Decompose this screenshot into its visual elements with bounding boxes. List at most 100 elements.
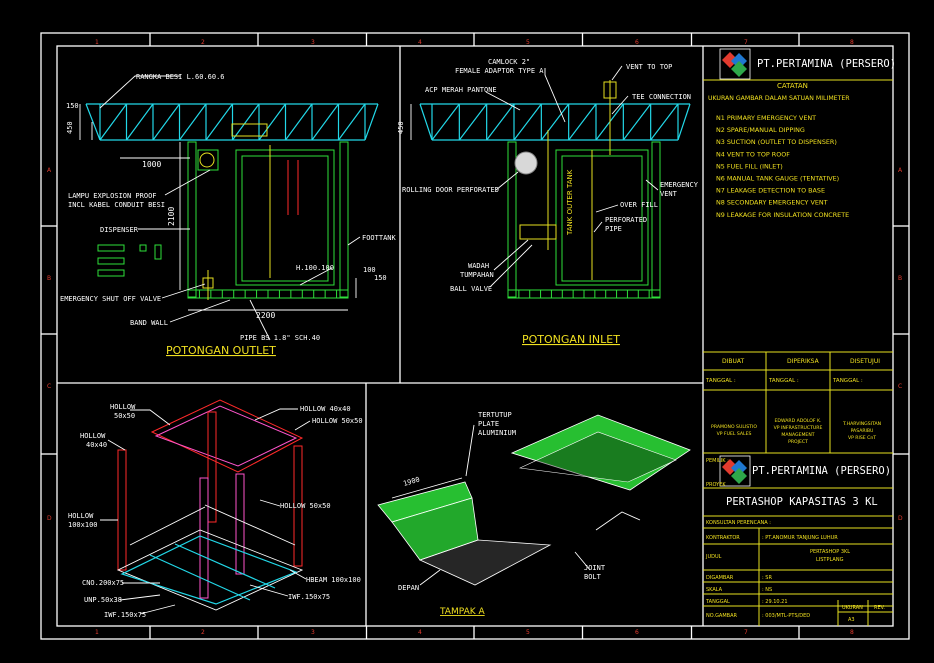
label-hollow-5: HOLLOW 50x50 <box>280 502 331 510</box>
digambar-label: DIGAMBAR <box>706 575 734 581</box>
tampak-view <box>377 414 691 586</box>
grid-row-label: D <box>47 515 52 522</box>
catatan-heading: CATATAN <box>777 82 808 90</box>
label-tertutup-1: TERTUTUP <box>478 411 512 419</box>
grid-col-label: 5 <box>526 39 530 46</box>
grid-col-label: 7 <box>744 39 748 46</box>
label-bolt: BOLT <box>584 573 602 581</box>
label-camlock-1: CAMLOCK 2" <box>488 58 530 66</box>
grid-col-label: 2 <box>201 39 205 46</box>
note-item: N9 LEAKAGE FOR INSULATION CONCRETE <box>716 211 849 219</box>
label-perforated-1: PERFORATED <box>605 216 647 224</box>
grid-row-label: A <box>898 167 903 174</box>
note-item: N5 FUEL FILL (INLET) <box>716 162 783 170</box>
grid-col-label: 4 <box>418 39 422 46</box>
company-name-2: PT.PERTAMINA (PERSERO) <box>752 465 891 477</box>
sig-header-1: DIBUAT <box>722 358 745 365</box>
label-camlock-2: FEMALE ADAPTOR TYPE A <box>455 67 544 75</box>
label-emergency-2: VENT <box>660 190 678 198</box>
signer-line: PASARIBU <box>851 428 874 434</box>
dim-450: 450 <box>66 121 74 134</box>
signer-line: PRAMONO SULISTIO <box>711 424 757 430</box>
digambar-value: : SR <box>762 575 772 581</box>
signer-line: T.HARVINGSITAN <box>842 421 881 427</box>
tanggal-2: TANGGAL : <box>768 378 799 384</box>
inlet-title: POTONGAN INLET <box>522 333 620 346</box>
dim-1000: 1000 <box>142 160 161 169</box>
rolling-door-icon <box>514 151 538 175</box>
label-tertutup-3: ALUMINIUM <box>478 429 516 437</box>
tanggal2-value: : 29.10.21 <box>762 599 788 605</box>
label-wadah-2: TUMPAHAN <box>460 271 494 279</box>
dim-150: 150 <box>66 102 79 110</box>
kontraktor-value: : PT.ANOMUR TANJUNG LUHUR <box>762 535 838 541</box>
label-bandwall: BAND WALL <box>130 319 168 327</box>
dim-2200: 2200 <box>256 311 275 320</box>
label-iwf-2: IWF.150x75 <box>288 593 330 601</box>
dim-150b: 150 <box>374 274 387 282</box>
tanggal-1: TANGGAL : <box>705 378 736 384</box>
tank-label: TANK OUTER TANK <box>566 169 574 236</box>
nogambar-label: NO.GAMBAR <box>706 613 738 619</box>
label-joint: JOINT <box>584 564 606 572</box>
label-depan: DEPAN <box>398 584 419 592</box>
inlet-dim-450: 450 <box>397 121 405 134</box>
label-foottank: FOOTTANK <box>362 234 397 242</box>
label-ball-valve: BALL VALVE <box>450 285 492 293</box>
note-item: N7 LEAKAGE DETECTION TO BASE <box>716 187 825 195</box>
note-item: N2 SPARE/MANUAL DIPPING <box>716 126 805 134</box>
signer-line: EDWARD ADOLOF K. <box>775 418 822 424</box>
grid-col-label: 8 <box>850 629 854 636</box>
label-acp: ACP MERAH PANTONE <box>425 86 497 94</box>
inlet-section: TANK OUTER TANK <box>410 65 691 299</box>
pertamina-logo-2 <box>719 455 751 487</box>
judul-label: JUDUL <box>705 554 722 560</box>
grid-col-label: 6 <box>635 629 639 636</box>
grid-col-label: 1 <box>95 39 99 46</box>
label-overfill: OVER FILL <box>620 201 658 209</box>
label-vent: VENT TO TOP <box>626 63 672 71</box>
label-unp: UNP.50x38 <box>84 596 122 604</box>
label-lampu-1: LAMPU EXPLOSION PROOF <box>68 192 157 200</box>
skala-label: SKALA <box>706 587 723 593</box>
skala-value: : NS <box>762 587 772 593</box>
label-emergency-1: EMERGENCY <box>660 181 699 189</box>
signer-line: VP RISE CnT <box>848 435 876 441</box>
grid-row-label: A <box>47 167 52 174</box>
grid-row-label: D <box>898 515 903 522</box>
ukuran2-label: UKURAN <box>842 605 863 611</box>
signer-line: MANAGEMENT <box>781 432 814 438</box>
outer-frame <box>40 32 910 640</box>
grid-row-label: C <box>47 383 51 390</box>
drawing-labels: RANGKA BESI L.60.60.6 LAMPU EXPLOSION PR… <box>60 58 896 623</box>
ukuran-note: UKURAN GAMBAR DALAM SATUAN MILIMETER <box>708 95 850 102</box>
grid-col-label: 4 <box>418 629 422 636</box>
grid-col-label: 8 <box>850 39 854 46</box>
frame-isometric <box>100 399 311 615</box>
signer-line: VP INFRASTRUCTURE <box>774 425 823 431</box>
note-item: N4 VENT TO TOP ROOF <box>716 150 790 158</box>
label-hollow-2: HOLLOW 40x40 <box>300 405 351 413</box>
label-wadah-1: WADAH <box>468 262 489 270</box>
ukuran2-value: A3 <box>848 617 855 623</box>
kontraktor-label: KONTRAKTOR <box>706 535 740 541</box>
grid-col-label: 1 <box>95 629 99 636</box>
grid-col-label: 3 <box>311 629 315 636</box>
label-1900: 1900 <box>402 476 420 488</box>
label-esov: EMERGENCY SHUT OFF VALVE <box>60 295 161 303</box>
grid-row-label: B <box>47 275 51 282</box>
label-lampu-2: INCL KABEL CONDUIT BESI <box>68 201 165 209</box>
tanggal-3: TANGGAL : <box>832 378 863 384</box>
label-hbeam: HBEAM 100x100 <box>306 576 361 584</box>
label-rangka: RANGKA BESI L.60.60.6 <box>136 73 225 81</box>
dim-2100: 2100 <box>167 207 176 226</box>
label-cno: CNO.200x75 <box>82 579 124 587</box>
label-hollow-6a: HOLLOW <box>68 512 94 520</box>
grid-col-label: 2 <box>201 629 205 636</box>
konsultan-label: KONSULTAN PERENCANA : <box>706 520 771 526</box>
signer-line: VP FUEL SALES <box>717 431 752 437</box>
tampak-title: TAMPAK A <box>439 607 485 617</box>
